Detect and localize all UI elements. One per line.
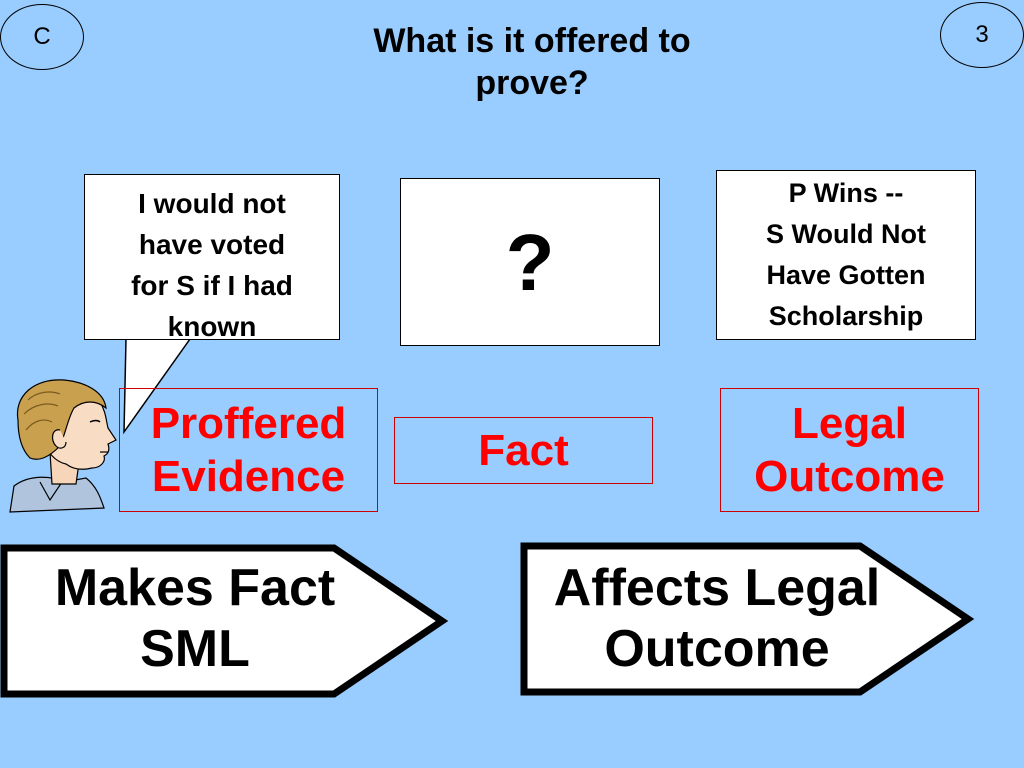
person-head-icon: [9, 379, 117, 513]
slide-number-label: 3: [975, 21, 989, 48]
legal-outcome-box: Legal Outcome: [720, 388, 979, 512]
arrow-label-right: Affects Legal Outcome: [553, 559, 881, 678]
proffered-evidence-box: Proffered Evidence: [119, 388, 378, 512]
legal-outcome-label: Legal Outcome: [754, 399, 945, 501]
fact-label: Fact: [478, 425, 569, 475]
proffered-evidence-label: Proffered Evidence: [150, 399, 347, 501]
slide-title: What is it offered to prove?: [373, 22, 691, 102]
fact-box: Fact: [394, 417, 653, 484]
arrow-shape-right: [520, 542, 975, 696]
slide-section-oval: C: [0, 4, 84, 70]
arrow-shape-left: [0, 544, 449, 698]
slide-number-oval: 3: [940, 2, 1024, 68]
arrow-label-left: Makes Fact SML: [54, 559, 336, 678]
speech-bubble-quote: I would not have voted for S if I had kn…: [84, 174, 340, 342]
question-box: ?: [400, 178, 660, 346]
slide-section-label: C: [33, 23, 51, 50]
legal-outcome-example: P Wins -- S Would Not Have Gotten Schola…: [716, 170, 976, 340]
